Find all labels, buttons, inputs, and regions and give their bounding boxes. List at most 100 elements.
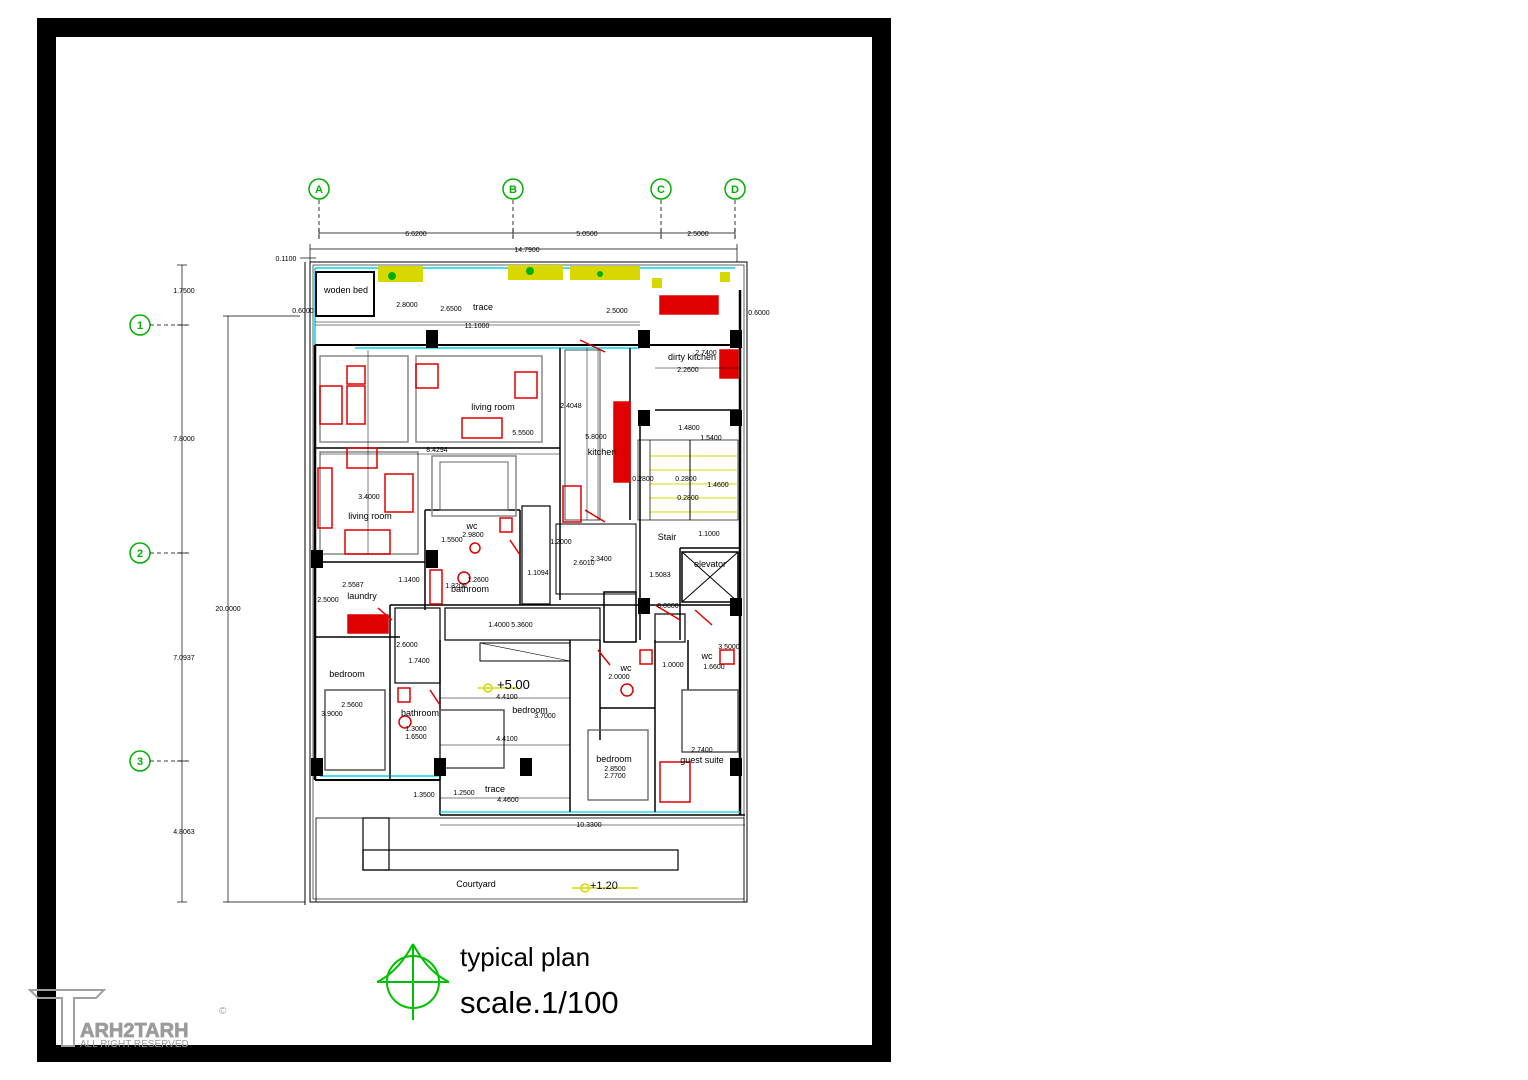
logo-brand: ARH2TARH [80,1020,189,1042]
dim-inner-j: 5.8000 [585,434,607,441]
grid-label-c: C [657,184,665,196]
dim-inner-g: 2.7400 [695,350,717,357]
grid-label-2: 2 [137,548,143,560]
grid-columns: A B C D [308,178,746,240]
dim-inner-aw: 2.7700 [604,773,626,780]
grid-label-b: B [509,184,517,196]
level-upper-label: +5.00 [497,677,530,692]
dim-inner-at: 1.3000 [405,726,427,733]
logo-mark: © [219,1006,227,1017]
dim-inner-ai: 0.0600 [657,603,679,610]
room-stair: Stair [658,532,677,542]
dim-inner-al: 2.0000 [608,674,630,681]
dim-inner-ab: 1.1400 [398,577,420,584]
dim-inner-ay: 1.3500 [413,792,435,799]
dim-inner-w: 1.2000 [550,539,572,546]
dim-top-total: 14.7900 [514,247,539,254]
dim-left-d4: 4.8063 [173,829,195,836]
dim-inner-a: 0.6000 [292,308,314,315]
dim-inner-z: 1.5083 [649,572,671,579]
grid-label-3: 3 [137,756,143,768]
dim-inner-ak: 1.7400 [408,658,430,665]
level-marker-courtyard: +1.20 [572,880,638,893]
title-scale: scale.1/100 [460,985,619,1020]
dim-inner-ap: 3.7000 [534,713,556,720]
north-arrow-icon [376,943,450,1020]
dim-inner-ac: 2.5587 [342,582,364,589]
dim-inner-au: 1.6500 [405,734,427,741]
room-wc-2: wc [620,663,632,673]
dim-inner-r: 1.4600 [707,482,729,489]
grid-label-a: A [315,184,323,196]
dim-inner-az: 1.2500 [453,790,475,797]
dim-top-cd: 2.5000 [687,231,709,238]
room-bedroom-3: bedroom [596,754,632,764]
dim-inner-v: 1.5500 [441,537,463,544]
grid-bubble-a [308,178,330,200]
room-woden-bed: woden bed [323,285,368,295]
terrace-plants [378,265,730,288]
sheet-paper [56,37,872,1045]
dim-left-d2: 7.8000 [173,436,195,443]
dim-inner-ax: 2.7400 [691,747,713,754]
dim-left-total: 20.0000 [215,606,240,613]
dim-inner-am: 1.0000 [662,662,684,669]
dim-inner-aj: 2.6000 [396,642,418,649]
dim-inner-as: 3.9000 [321,711,343,718]
dim-inner-n: 1.4800 [678,425,700,432]
dim-inner-b: 2.8000 [396,302,418,309]
dim-top-offset: 0.1100 [276,256,297,263]
dim-inner-ae: 1.3200 [445,583,467,590]
dim-inner-ag: 1.4000 [488,622,510,629]
dim-left-d1: 1.7500 [173,288,195,295]
room-living-room-1: living room [471,402,515,412]
room-elevator: elevator [694,559,726,569]
dimensions-top [300,228,738,262]
dim-inner-h: 2.2600 [677,367,699,374]
dim-inner-u: 2.9800 [462,532,484,539]
dim-inner-d: 2.5000 [606,308,628,315]
dim-inner-af: 1.2600 [467,577,489,584]
dim-inner-f: 0.6000 [748,310,770,317]
dim-inner-ar: 2.5600 [341,702,363,709]
dim-top-bc: 5.0500 [576,231,598,238]
level-courtyard-label: +1.20 [590,880,618,892]
room-living-room-2: living room [348,511,392,521]
room-bathroom-2: bathroom [401,708,439,718]
dimensions-left [177,264,305,903]
title-plan: typical plan [460,942,590,972]
dim-inner-aq: 4.4100 [496,736,518,743]
room-trace-top: trace [473,302,493,312]
dim-inner-l: 8.4294 [426,447,448,454]
dim-inner-m: 3.4000 [358,494,380,501]
dim-inner-ao: 4.4100 [496,694,518,701]
dim-inner-ad: 2.5000 [317,597,339,604]
room-guest-suite: guest suite [680,755,724,765]
dim-top-ab: 6.6200 [405,231,427,238]
brand-logo: ARH2TARH ALL RIGHT RESERVED © [27,989,227,1050]
level-marker-upper: +5.00 [478,677,530,693]
dim-inner-an: 1.6600 [703,664,725,671]
dim-inner-bb: 10.3300 [576,822,601,829]
dim-inner-c: 2.6500 [440,306,462,313]
structural-columns [311,330,742,776]
dim-inner-ba: 4.4600 [497,797,519,804]
dim-inner-p: 0.2800 [632,476,654,483]
grid-bubble-c [650,178,672,200]
dim-inner-x: 2.3400 [590,556,612,563]
dim-inner-y: 2.6010 [573,560,595,567]
room-trace-bottom: trace [485,784,505,794]
dim-inner-s: 0.2800 [677,495,699,502]
dim-inner-bc: 3.5000 [718,644,740,651]
dim-inner-e: 11.1000 [465,323,490,330]
room-bedroom-1: bedroom [329,669,365,679]
room-wc-3: wc [701,651,713,661]
interior-dim-lines [315,324,745,826]
grid-bubble-d [724,178,746,200]
grid-label-d: D [731,184,739,196]
room-wc-1: wc [466,521,478,531]
dim-inner-o: 1.5400 [700,435,722,442]
dim-inner-aa: 1.1094 [527,570,549,577]
grid-bubble-b [502,178,524,200]
